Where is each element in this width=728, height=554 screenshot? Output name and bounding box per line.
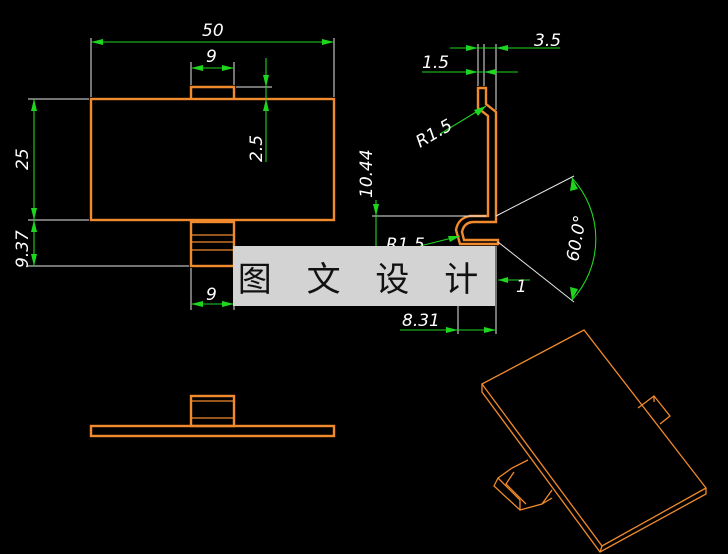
dim-lower-height: 9.37 [13,220,37,268]
top-view-plate [89,424,336,438]
iso-top-tab [637,395,671,425]
dim-text-offset: 1 [516,277,527,297]
dim-text-foot-width: 8.31 [402,311,440,331]
top-view-tab [189,394,236,428]
dim-text-bend-radius-top: R1.5 [413,116,457,153]
dim-angle: 60.0° [563,177,597,301]
front-view-bottom-tab [189,220,236,268]
dim-text-body-height: 25 [13,148,33,170]
dim-tab-width-bottom: 9 [191,285,234,307]
dim-side-top-width: 3.5 [450,31,561,51]
dim-text-angle: 60.0° [563,214,591,263]
dim-text-lower-height: 9.37 [13,230,33,268]
dim-text-side-thickness: 1.5 [422,53,449,73]
dim-text-side-top-width: 3.5 [534,31,561,51]
dim-tab-height: 2.5 [247,58,269,162]
dim-tab-width-top: 9 [191,47,234,71]
front-view-top-tab [189,85,236,99]
dim-top-width: 50 [91,21,334,45]
dim-offset: 1 [498,277,530,297]
dim-text-side-height: 10.44 [357,149,377,198]
dim-foot-width: 8.31 [400,311,496,333]
front-view [89,85,336,268]
dim-text-tab-width-top: 9 [206,47,217,67]
front-view-body [89,97,336,222]
dim-body-height: 25 [13,99,37,220]
watermark-label: 图 文 设 计 [233,246,495,306]
top-view [89,394,336,438]
dim-bend-radius-top: R1.5 [413,105,487,153]
dim-text-tab-width-bottom: 9 [206,285,217,305]
dim-text-tab-height: 2.5 [247,135,267,162]
isometric-view [481,329,707,553]
dim-side-thickness: 1.5 [422,53,518,75]
dim-text-top-width: 50 [202,21,224,41]
